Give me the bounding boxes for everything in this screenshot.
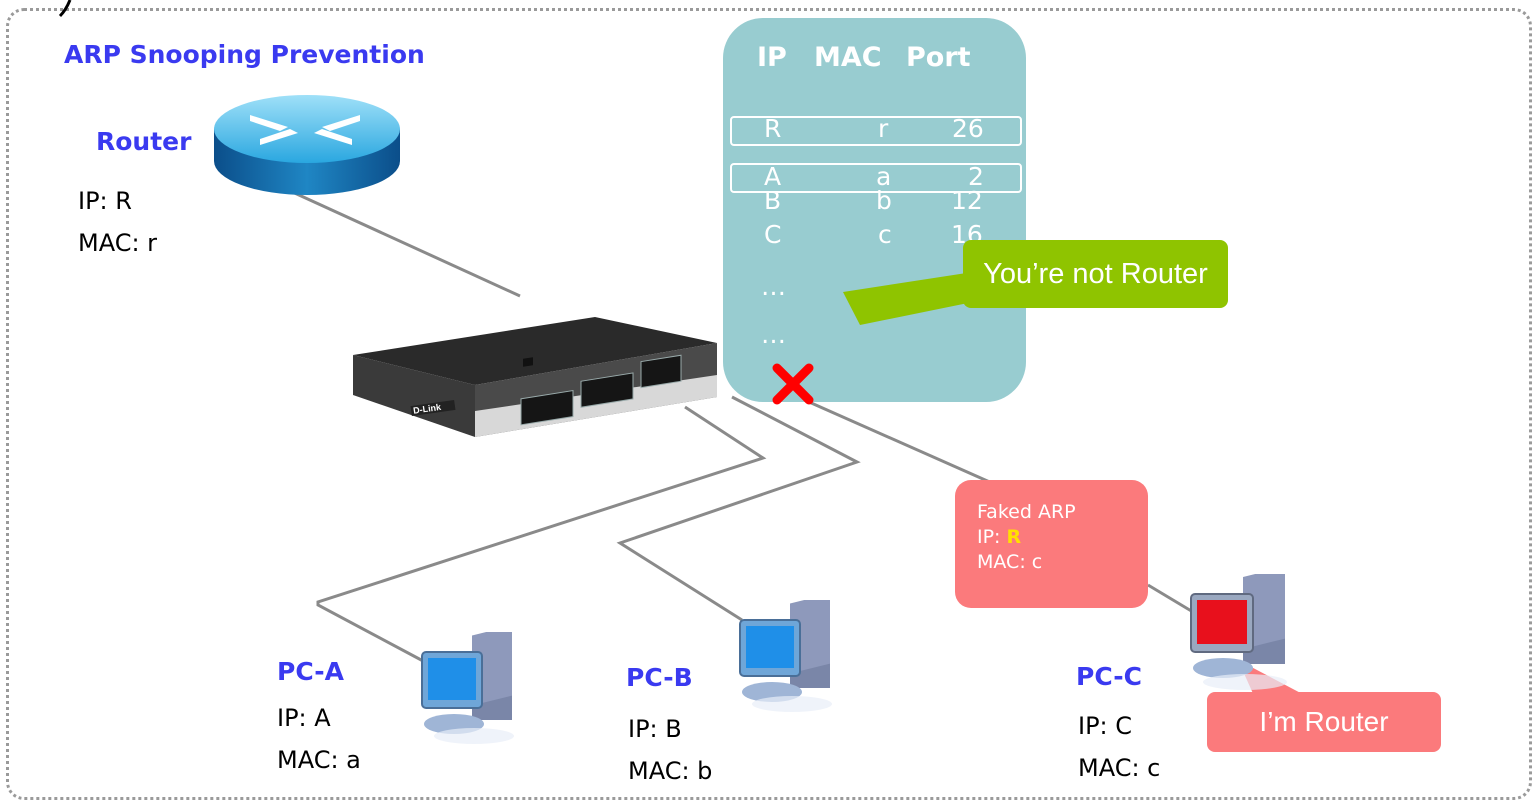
table-row-highlight-router	[730, 116, 1022, 146]
block-x-icon	[772, 363, 814, 405]
faked-arp-title: Faked ARP	[977, 501, 1076, 523]
pc-a-info: IP: A MAC: a	[277, 697, 361, 781]
switch-reply-callout: You’re not Router	[963, 240, 1228, 308]
pc-a-link	[316, 405, 767, 664]
pc-b-mac: MAC: b	[628, 757, 713, 785]
pc-b-label: PC-B	[626, 663, 693, 692]
table-cell: R	[764, 114, 782, 143]
table-cell: 26	[952, 114, 984, 143]
table-cell: r	[878, 114, 889, 143]
router-ip: IP: R	[78, 187, 132, 215]
table-ellipsis: …	[761, 272, 786, 301]
table-cell: 12	[951, 186, 983, 215]
attacker-callout: I’m Router	[1207, 692, 1441, 752]
pc-b-link	[616, 395, 861, 622]
table-ellipsis: …	[761, 320, 786, 349]
switch-brand-plate	[410, 399, 456, 417]
pc-c-link	[799, 396, 1002, 489]
table-cell: A	[764, 162, 782, 191]
pc-c-info: IP: C MAC: c	[1078, 705, 1160, 789]
pc-a-mac: MAC: a	[277, 746, 361, 774]
table-header-port: Port	[906, 42, 971, 73]
pc-b-info: IP: B MAC: b	[628, 708, 712, 792]
switch-icon: D-Link	[353, 317, 717, 437]
binding-table	[723, 18, 1026, 402]
pc-b-ip: IP: B	[628, 715, 682, 743]
faked-arp-mac: MAC: c	[977, 551, 1043, 573]
table-row-highlight-pc-a	[730, 163, 1022, 193]
router-mac: MAC: r	[78, 229, 158, 257]
faked-arp-ip-line: IP: R	[977, 525, 1148, 550]
table-cell: a	[876, 162, 892, 191]
pc-c-label: PC-C	[1076, 662, 1142, 691]
table-cell: b	[876, 186, 892, 215]
pc-c-computer-icon	[1190, 574, 1287, 690]
faked-arp-ip-label: IP:	[977, 526, 1001, 548]
pc-a-computer-icon	[421, 632, 514, 744]
faked-arp-box: Faked ARP IP: R MAC: c	[955, 480, 1148, 608]
table-header-mac: MAC	[814, 42, 882, 73]
pc-a-ip: IP: A	[277, 704, 331, 732]
table-header-ip: IP	[757, 42, 787, 73]
pc-c-link-lower	[1147, 583, 1194, 614]
frame-arc	[58, 0, 72, 18]
table-cell: c	[878, 220, 892, 249]
diagram-title: ARP Snooping Prevention	[64, 40, 425, 69]
router-icon	[214, 95, 400, 195]
pc-a-label: PC-A	[277, 657, 344, 686]
pc-c-ip: IP: C	[1078, 712, 1133, 740]
router-switch-link	[287, 188, 521, 298]
router-info: IP: R MAC: r	[78, 180, 157, 264]
table-cell: B	[764, 186, 782, 215]
dotted-frame	[6, 8, 1532, 800]
switch-brand: D-Link	[412, 402, 442, 416]
faked-arp-ip-value: R	[1006, 526, 1022, 548]
pc-c-mac: MAC: c	[1078, 754, 1161, 782]
pc-b-computer-icon	[739, 600, 832, 712]
table-cell: C	[764, 220, 782, 249]
table-cell: 2	[968, 162, 984, 191]
router-label: Router	[96, 127, 192, 156]
